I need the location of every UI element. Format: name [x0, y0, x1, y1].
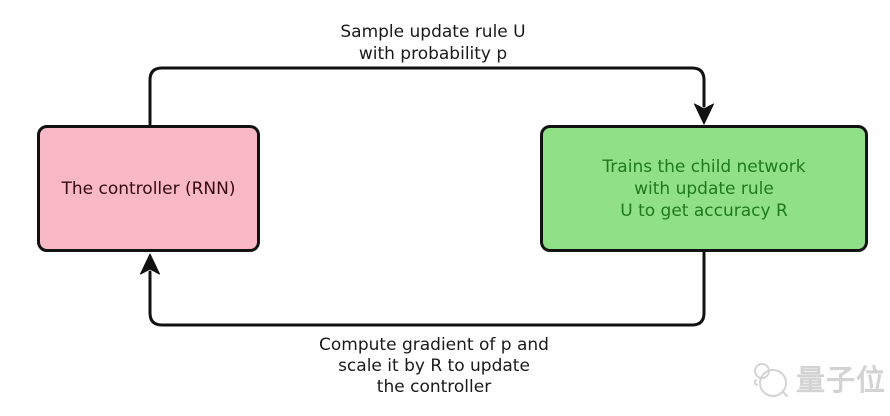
- watermark: 量子位: [750, 358, 886, 402]
- gradient-arrow-label-line: the controller: [376, 377, 492, 397]
- gradient-feedback-arrow: [140, 251, 706, 327]
- sample-arrow-label-line: Sample update rule U: [340, 22, 526, 42]
- sample-arrow-label-line: with probability p: [358, 44, 508, 64]
- child-network-node: Trains the child network with update rul…: [540, 125, 868, 252]
- gradient-arrow-label-line: Compute gradient of p and: [319, 335, 549, 355]
- watermark-text: 量子位: [796, 362, 887, 397]
- qbitai-logo-icon: [753, 363, 788, 397]
- child-node-line: with update rule: [634, 178, 774, 199]
- child-node-line: Trains the child network: [602, 156, 806, 177]
- controller-node: The controller (RNN): [37, 125, 260, 252]
- gradient-arrow-label: Compute gradient of p and scale it by R …: [274, 335, 594, 398]
- sample-arrow-label: Sample update rule U with probability p: [273, 21, 593, 65]
- arrowhead-down-icon: [694, 103, 714, 125]
- gradient-arrow-label-line: scale it by R to update: [338, 356, 530, 376]
- sample-update-arrow: [148, 66, 714, 126]
- child-node-line: U to get accuracy R: [620, 200, 788, 221]
- controller-node-label: The controller (RNN): [61, 178, 236, 199]
- arrowhead-up-icon: [140, 253, 160, 275]
